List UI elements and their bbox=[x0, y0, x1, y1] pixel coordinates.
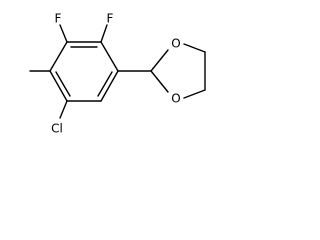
ring-bond-c5-c6 bbox=[49, 70, 68, 102]
atom-label-fluorine-right: F bbox=[107, 12, 114, 26]
bond-c2-fluorine bbox=[100, 24, 108, 43]
ring-double-bond-c3-c4 bbox=[97, 71, 113, 97]
bond-c5-chlorine bbox=[59, 100, 68, 119]
bond-oxygen-upper-ch2 bbox=[183, 43, 206, 53]
atom-label-fluorine-left: F bbox=[55, 12, 62, 26]
ring-bond-c3-c4 bbox=[100, 70, 119, 102]
ring-double-bond-c5-c6 bbox=[55, 71, 71, 97]
benzene-ring bbox=[49, 41, 119, 102]
bond-ch2-oxygen-lower bbox=[183, 89, 206, 99]
molecule-structure: F F O O Cl bbox=[29, 12, 206, 136]
atom-label-oxygen-lower: O bbox=[171, 92, 180, 106]
bond-acetal-carbon-oxygen-upper bbox=[150, 49, 169, 72]
ring-bond-c2-c3 bbox=[100, 41, 119, 72]
atom-label-chlorine: Cl bbox=[51, 122, 63, 136]
atom-label-oxygen-upper: O bbox=[171, 37, 180, 51]
bond-oxygen-lower-acetal-carbon bbox=[150, 70, 169, 93]
dioxolane-ring bbox=[150, 43, 206, 99]
ring-bond-c6-c1 bbox=[49, 41, 68, 72]
bond-c1-fluorine bbox=[59, 24, 68, 43]
